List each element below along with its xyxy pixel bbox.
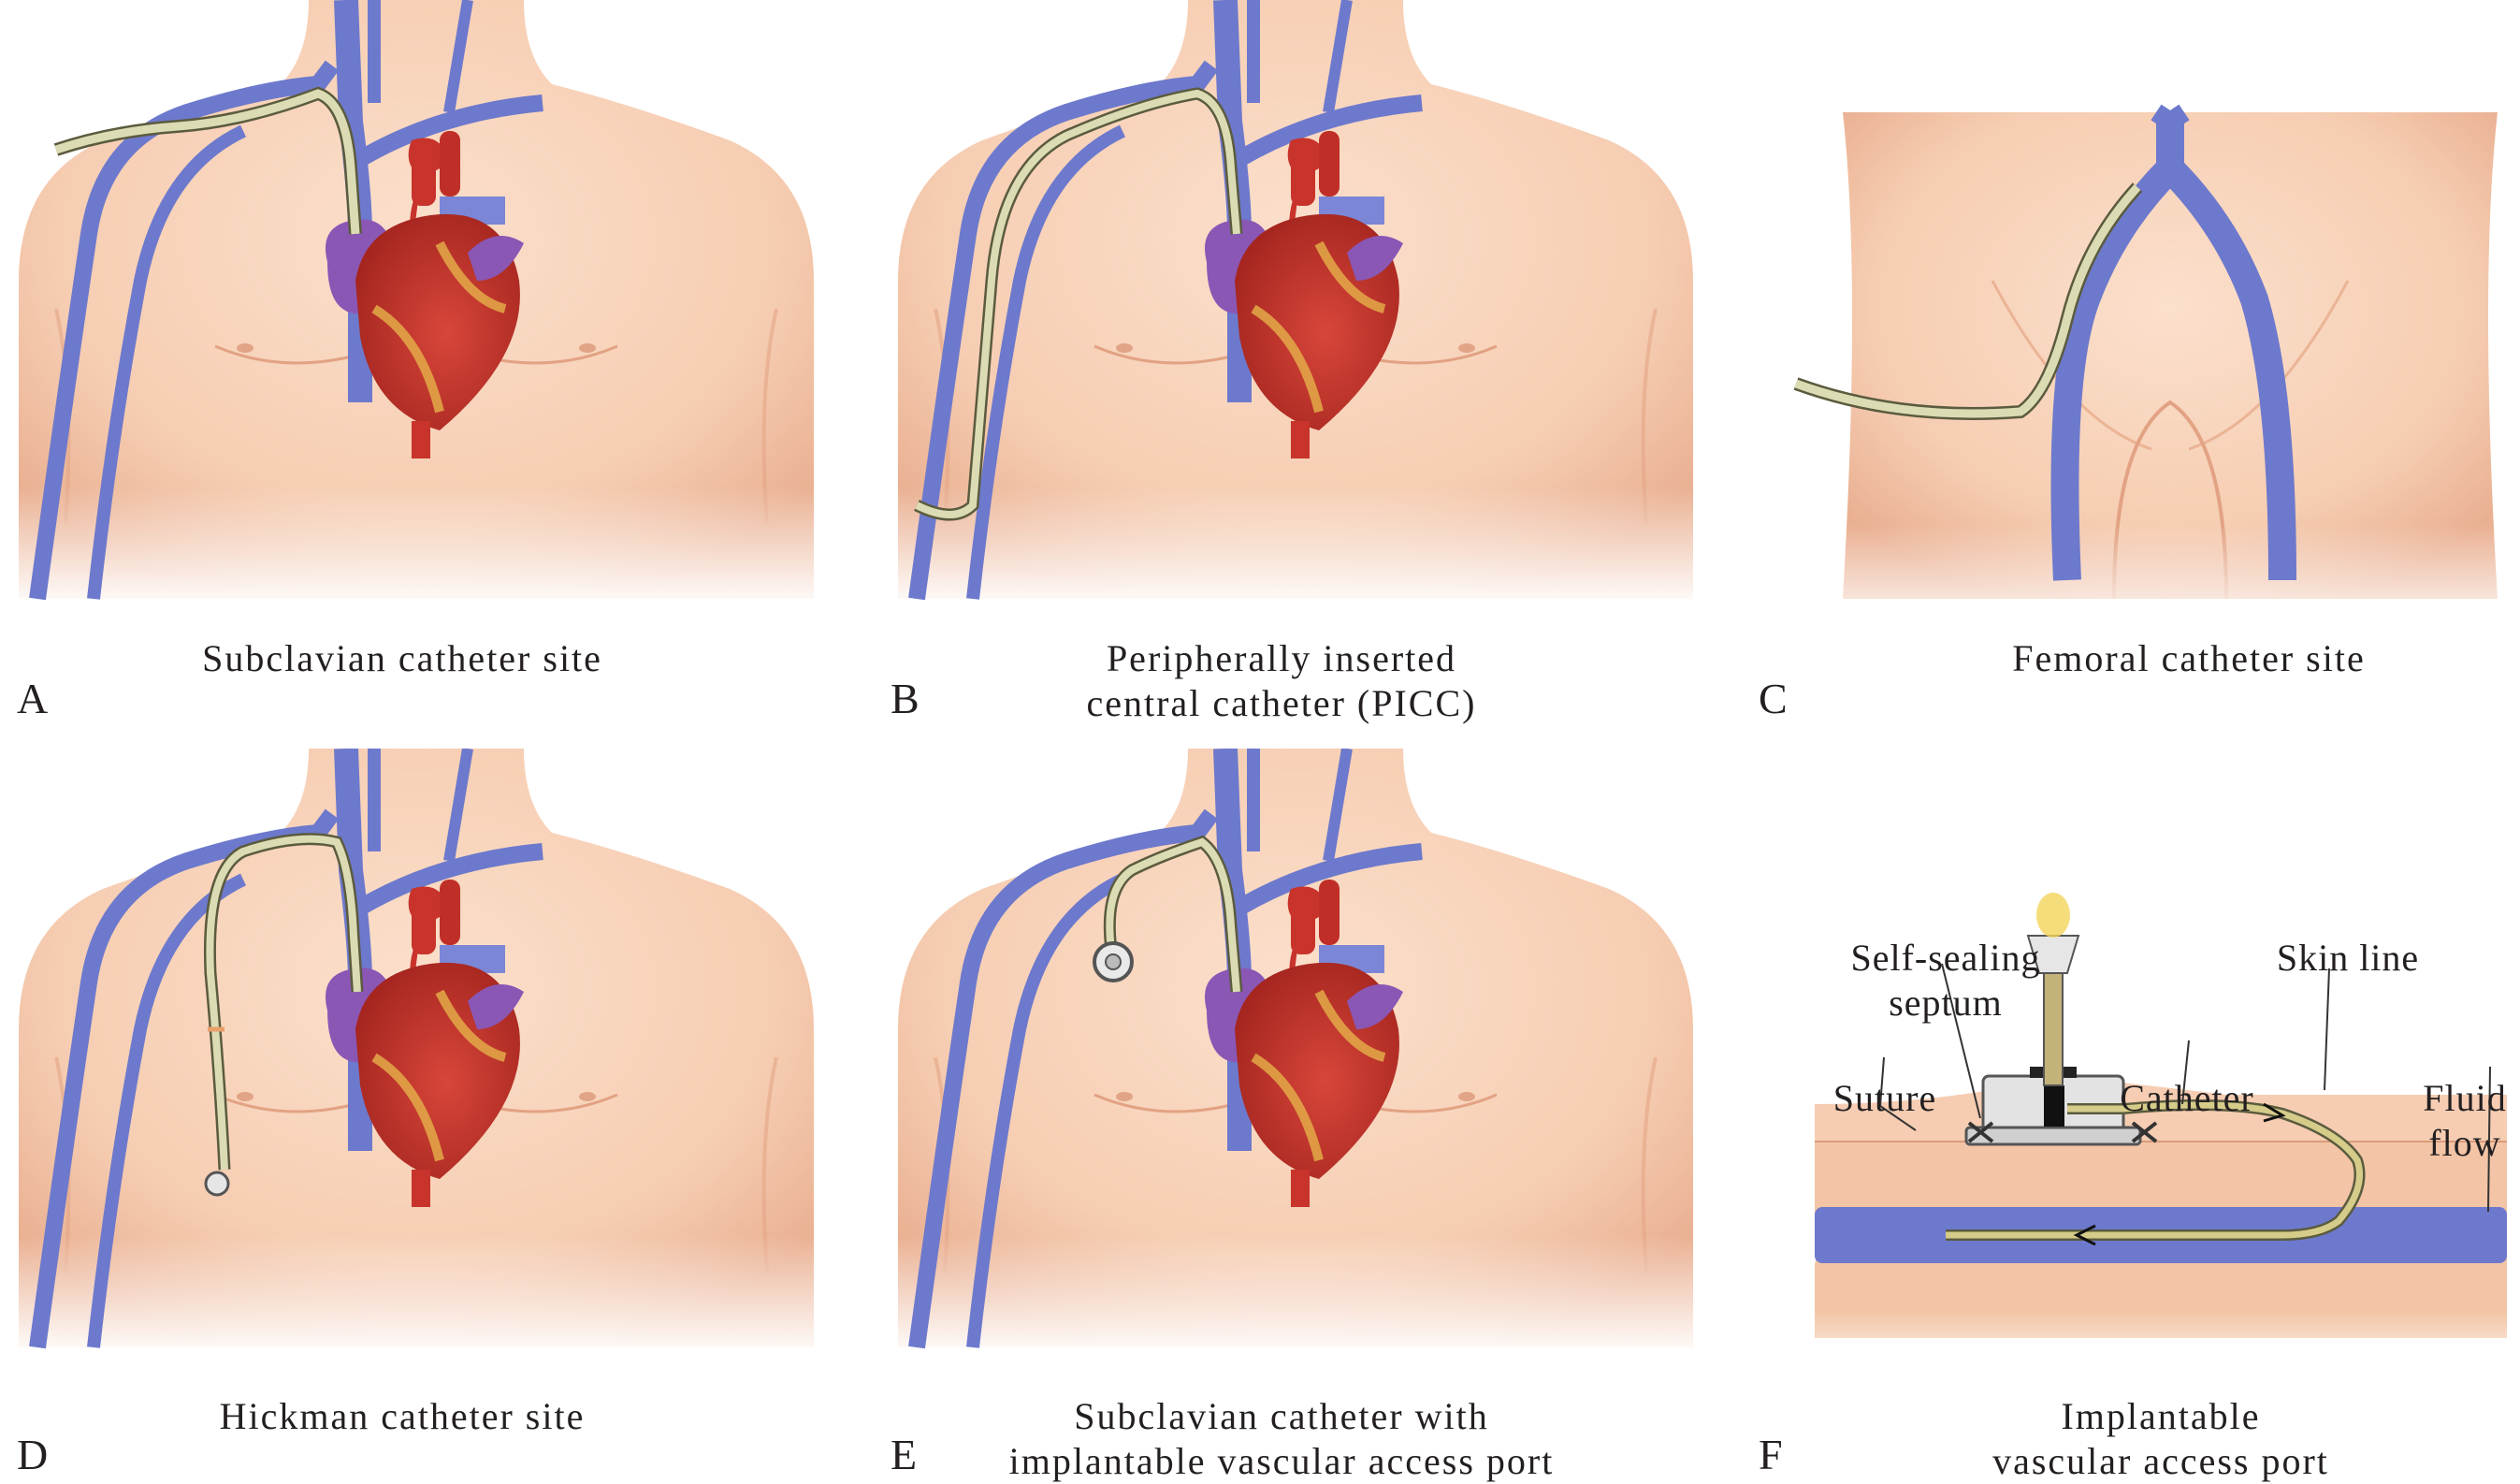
picc-illustration <box>879 0 1721 608</box>
panel-letter-f: F <box>1759 1430 1783 1479</box>
port-cross-section-diagram <box>1759 749 2520 1385</box>
caption-b: Peripherally inserted central catheter (… <box>973 636 1590 726</box>
panel-a: Subclavian catheter site A <box>0 0 842 730</box>
caption-a: Subclavian catheter site <box>112 636 692 681</box>
label-self-sealing-septum: Self-sealing septum <box>1843 936 2049 1026</box>
implantable-port-illustration <box>879 749 1721 1357</box>
caption-f: Implantable vascular access port <box>1927 1394 2395 1484</box>
panel-letter-c: C <box>1759 674 1788 723</box>
panel-b: Peripherally inserted central catheter (… <box>879 0 1721 730</box>
hickman-catheter-illustration <box>0 749 842 1357</box>
label-fluid-flow: Fluid flow <box>2413 1076 2516 1166</box>
panel-e: Subclavian catheter with implantable vas… <box>879 749 1721 1477</box>
panel-f: Self-sealing septum Skin line Suture Cat… <box>1759 749 2520 1477</box>
label-suture: Suture <box>1815 1076 1955 1121</box>
label-catheter: Catheter <box>2103 1076 2271 1121</box>
caption-e: Subclavian catheter with implantable vas… <box>917 1394 1646 1484</box>
panel-letter-d: D <box>17 1430 48 1479</box>
label-skin-line: Skin line <box>2264 936 2432 981</box>
subclavian-catheter-illustration <box>0 0 842 608</box>
panel-d: Hickman catheter site D <box>0 749 842 1477</box>
panel-letter-b: B <box>891 674 920 723</box>
panel-letter-a: A <box>17 674 48 723</box>
panel-c: Femoral catheter site C <box>1759 0 2520 730</box>
caption-c: Femoral catheter site <box>1899 636 2479 681</box>
caption-d: Hickman catheter site <box>112 1394 692 1439</box>
panel-letter-e: E <box>891 1430 917 1479</box>
femoral-catheter-illustration <box>1759 0 2520 636</box>
